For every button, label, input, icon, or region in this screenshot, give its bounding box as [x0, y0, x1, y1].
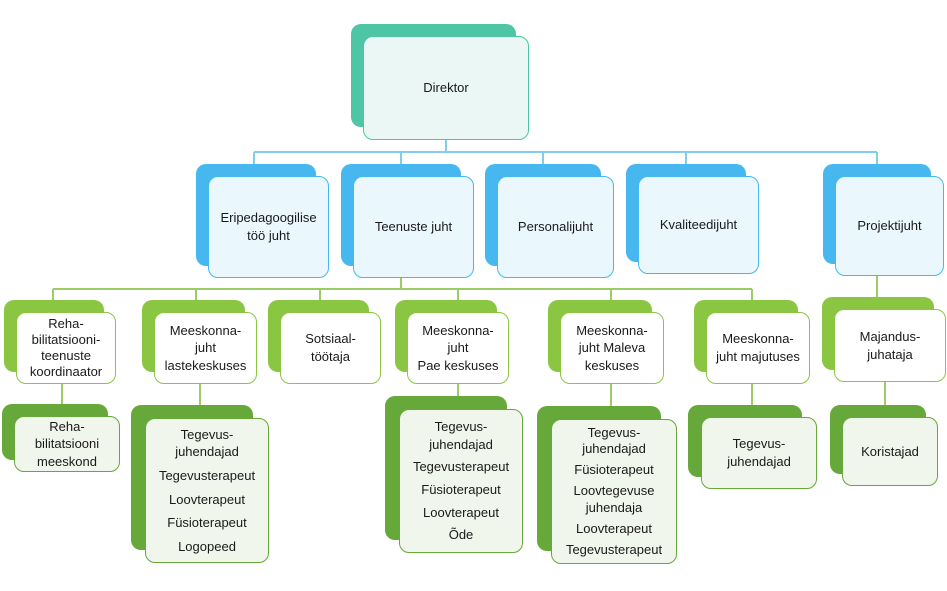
node-director: Direktor	[351, 24, 529, 140]
node-reha-koordinaator-label: Reha- bilitatsiooni- teenuste koordinaat…	[16, 312, 116, 384]
list-item: Reha- bilitatsiooni meeskond	[34, 418, 100, 469]
list-item: Tegevusterapeut	[158, 467, 256, 483]
node-teenuste-juht: Teenuste juht	[341, 164, 474, 278]
list-item: Tegevus- juhendajad	[429, 419, 493, 452]
list-item: Tegevus- juhendajad	[582, 424, 646, 456]
node-sotsiaaltootaja: Sotsiaal- töötaja	[268, 300, 381, 384]
node-maleva-team: Tegevus- juhendajad Füsioterapeut Loovte…	[537, 406, 677, 564]
node-projektijuht-label: Projektijuht	[835, 176, 944, 276]
node-personalijuht: Personalijuht	[485, 164, 614, 278]
node-eripedagoogiline: Eripedagoogilise töö juht	[196, 164, 329, 278]
node-majutus-label: Meeskonna- juht majutuses	[706, 312, 810, 384]
list-item: Loovtegevuse juhendaja	[573, 483, 655, 515]
list-item: Koristajad	[861, 443, 919, 459]
node-projektijuht: Projektijuht	[823, 164, 944, 276]
node-lastekeskus: Meeskonna- juht lastekeskuses	[142, 300, 257, 384]
node-sotsiaaltootaja-label: Sotsiaal- töötaja	[280, 312, 381, 384]
list-item: Füsioterapeut	[421, 482, 501, 497]
node-reha-meeskond: Reha- bilitatsiooni meeskond	[2, 404, 120, 472]
node-personalijuht-label: Personalijuht	[497, 176, 614, 278]
list-item: Loovterapeut	[169, 491, 245, 507]
node-koristajad: Koristajad	[830, 405, 938, 486]
list-item: Tegevusterapeut	[412, 459, 510, 475]
list-item: Füsioterapeut	[167, 515, 247, 531]
node-majutus: Meeskonna- juht majutuses	[694, 300, 810, 384]
node-majandusjuhataja: Majandus- juhataja	[822, 297, 946, 382]
node-maleva: Meeskonna- juht Maleva keskuses	[548, 300, 664, 384]
node-pae-label: Meeskonna- juht Pae keskuses	[407, 312, 509, 384]
node-majandusjuhataja-label: Majandus- juhataja	[834, 309, 946, 382]
node-majutus-team: Tegevus- juhendajad	[688, 405, 817, 489]
node-reha-koordinaator: Reha- bilitatsiooni- teenuste koordinaat…	[4, 300, 116, 384]
list-item: Loovterapeut	[576, 520, 652, 536]
list-item: Tegevusterapeut	[565, 542, 663, 558]
list-item: Logopeed	[178, 538, 236, 554]
node-teenuste-juht-label: Teenuste juht	[353, 176, 474, 278]
node-lastekeskus-label: Meeskonna- juht lastekeskuses	[154, 312, 257, 384]
node-maleva-label: Meeskonna- juht Maleva keskuses	[560, 312, 664, 384]
node-kvaliteedijuht-label: Kvaliteedijuht	[638, 176, 759, 274]
node-kvaliteedijuht: Kvaliteedijuht	[626, 164, 759, 274]
node-pae-team: Tegevus- juhendajad Tegevusterapeut Füsi…	[385, 396, 523, 553]
node-director-label: Direktor	[363, 36, 529, 140]
node-eripedagoogiline-label: Eripedagoogilise töö juht	[208, 176, 329, 278]
node-pae: Meeskonna- juht Pae keskuses	[395, 300, 509, 384]
list-item: Loovterapeut	[423, 504, 499, 520]
node-lastekeskus-team: Tegevus- juhendajad Tegevusterapeut Loov…	[131, 405, 269, 563]
list-item: Füsioterapeut	[574, 462, 654, 478]
list-item: Tegevus- juhendajad	[727, 436, 791, 469]
list-item: Õde	[448, 527, 474, 543]
list-item: Tegevus- juhendajad	[175, 426, 239, 460]
